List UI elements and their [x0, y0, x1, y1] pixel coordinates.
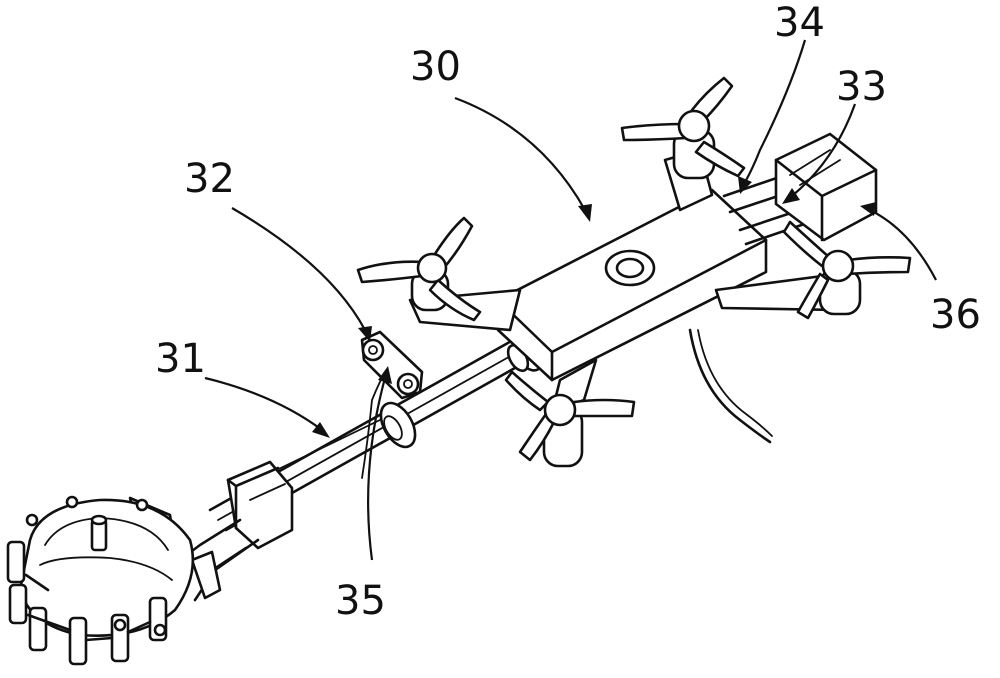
leader-lines — [204, 39, 937, 561]
rod-collar — [379, 401, 417, 449]
callout-35: 35 — [335, 578, 386, 624]
hanging-cable — [688, 328, 772, 444]
rotor-front — [504, 370, 636, 468]
rotor-back — [620, 76, 746, 180]
rotor-right — [782, 220, 912, 320]
callout-33: 33 — [836, 64, 887, 110]
pulley-bracket — [360, 330, 424, 479]
slider-block — [226, 460, 294, 550]
callout-30: 30 — [410, 44, 461, 90]
rotor-left — [356, 216, 482, 322]
fuselage-body — [496, 188, 768, 382]
callout-34: 34 — [774, 0, 825, 46]
callout-31: 31 — [155, 336, 206, 382]
claw-segments — [6, 495, 168, 666]
gripper-claw — [6, 495, 195, 666]
callout-32: 32 — [184, 156, 235, 202]
callout-36: 36 — [930, 292, 981, 338]
